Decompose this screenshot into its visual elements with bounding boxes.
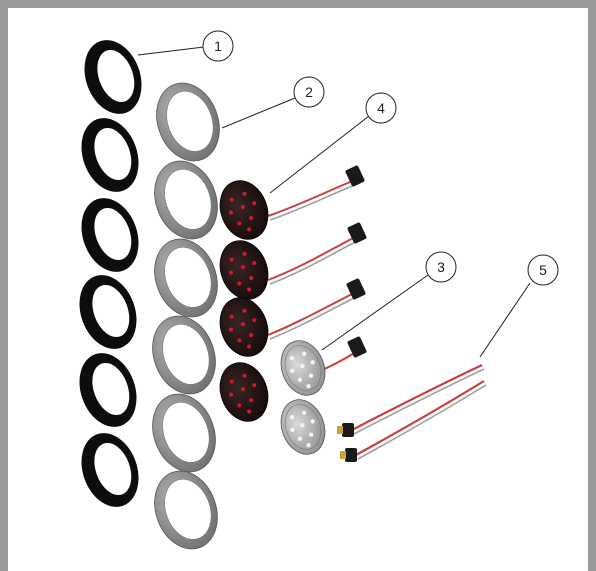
leader-line-5 xyxy=(479,282,531,358)
gray-ring-column xyxy=(152,82,220,550)
callout-balloon xyxy=(425,251,457,283)
harness-connector xyxy=(340,448,357,462)
white-led-assembly-column xyxy=(280,336,367,455)
callout-4: 4 xyxy=(365,92,397,124)
black-ring xyxy=(81,118,139,192)
white-led-disc xyxy=(280,399,326,455)
black-ring xyxy=(84,40,142,114)
white-led-disc xyxy=(280,340,326,396)
callout-label: 2 xyxy=(305,84,313,100)
red-led-disc xyxy=(219,297,269,357)
leader-line-1 xyxy=(137,46,205,56)
callout-3: 3 xyxy=(425,251,457,283)
red-led-wire xyxy=(267,222,367,285)
black-ring xyxy=(81,198,139,272)
gray-ring xyxy=(152,315,216,395)
callout-balloon xyxy=(202,30,234,62)
gray-ring xyxy=(152,393,216,473)
callout-2: 2 xyxy=(293,76,325,108)
leader-line-4 xyxy=(269,115,370,194)
gray-ring xyxy=(156,82,220,162)
red-led-disc xyxy=(219,362,269,422)
white-led-wire xyxy=(321,336,367,371)
black-ring xyxy=(79,275,137,349)
callout-balloon xyxy=(293,76,325,108)
callout-label: 5 xyxy=(539,262,547,278)
black-ring-column xyxy=(79,40,142,507)
black-ring xyxy=(79,353,137,427)
wire-harness xyxy=(337,364,487,462)
callout-balloon xyxy=(527,254,559,286)
red-led-assembly-column xyxy=(219,165,367,422)
gray-ring xyxy=(154,470,218,550)
red-led-wire xyxy=(267,278,366,340)
black-ring xyxy=(81,433,139,507)
callout-1: 1 xyxy=(202,30,234,62)
red-led-wire xyxy=(267,165,365,221)
callout-balloon xyxy=(365,92,397,124)
red-led-disc xyxy=(219,240,269,300)
leader-lines xyxy=(137,46,531,358)
callout-label: 1 xyxy=(214,38,222,54)
gray-ring xyxy=(154,238,218,318)
callout-label: 4 xyxy=(377,100,385,116)
harness-connector xyxy=(337,423,354,437)
leader-line-2 xyxy=(221,97,296,129)
leader-line-3 xyxy=(321,274,429,351)
gray-ring xyxy=(154,160,218,240)
callout-label: 3 xyxy=(437,259,445,275)
callout-5: 5 xyxy=(527,254,559,286)
red-led-disc xyxy=(219,180,269,240)
